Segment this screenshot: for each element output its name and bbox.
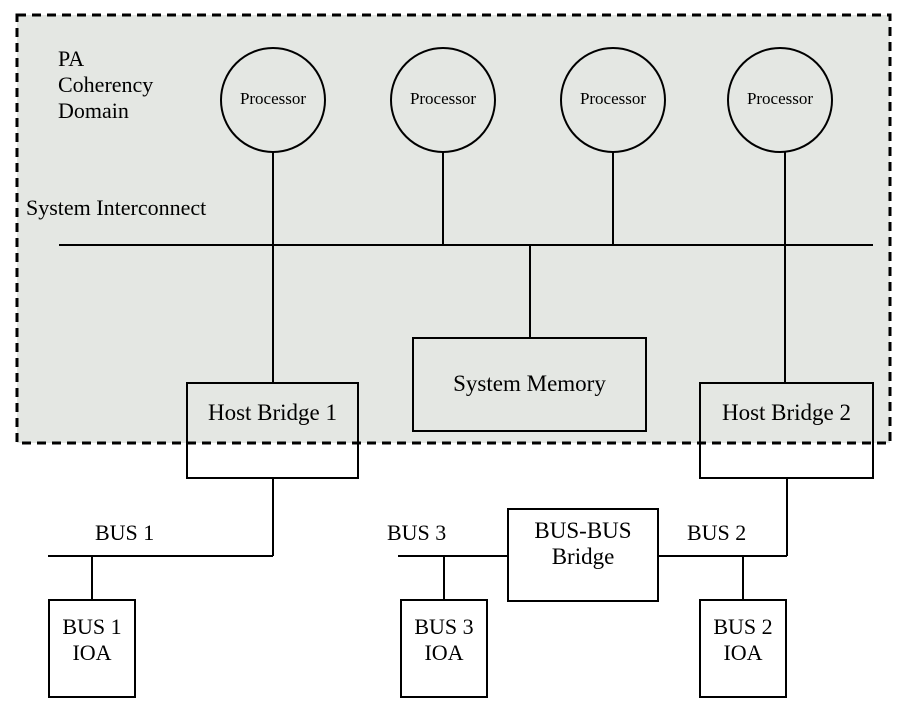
processor-3-node[interactable] <box>560 47 666 153</box>
processor-2-node[interactable] <box>390 47 496 153</box>
bus-3-ioa-box[interactable] <box>400 599 488 698</box>
bus-2-ioa-box[interactable] <box>699 599 787 698</box>
system-memory-box[interactable] <box>412 337 647 432</box>
bus-bus-bridge-box[interactable] <box>507 508 659 602</box>
processor-1-node[interactable] <box>220 47 326 153</box>
processor-4-node[interactable] <box>727 47 833 153</box>
pa-coherency-domain-region <box>15 13 892 445</box>
bus-1-ioa-box[interactable] <box>48 599 136 698</box>
